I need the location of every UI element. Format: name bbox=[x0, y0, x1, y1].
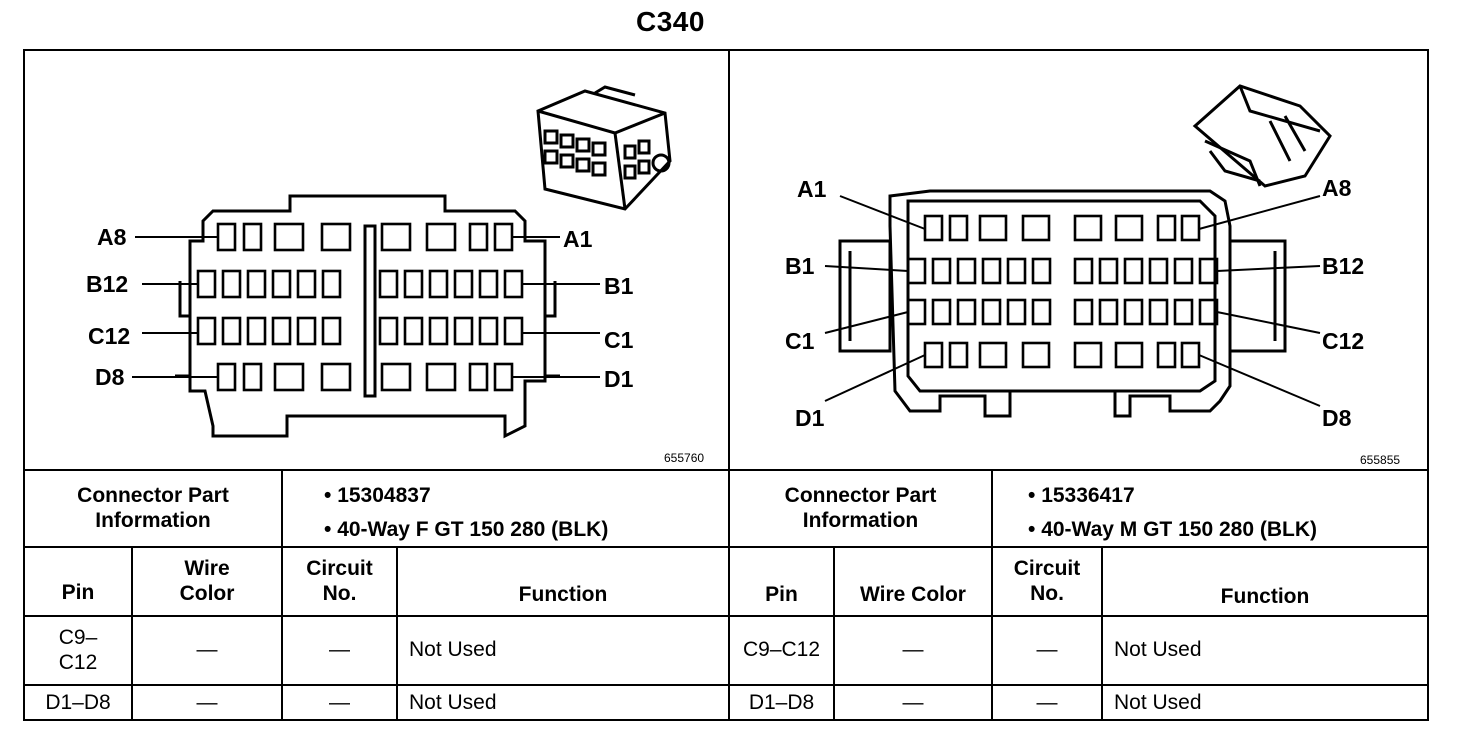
left-part-info-values: 15304837 40-Way F GT 150 280 (BLK) bbox=[324, 479, 608, 547]
right-header-wire-color: Wire Color bbox=[860, 582, 966, 606]
right-row1-function: Not Used bbox=[1114, 638, 1202, 662]
left-col-divider-3 bbox=[396, 546, 398, 721]
table-header-line bbox=[23, 546, 1429, 548]
right-row1-wire-color: — bbox=[902, 638, 924, 662]
pin-label-b12: B12 bbox=[1322, 253, 1364, 279]
table-row1-line bbox=[23, 615, 1429, 617]
pin-label-d1: D1 bbox=[604, 366, 634, 392]
right-row2-pin: D1–D8 bbox=[748, 691, 815, 715]
left-col-divider-2 bbox=[281, 546, 283, 721]
right-part-number: 15336417 bbox=[1028, 479, 1317, 513]
left-header-function: Function bbox=[518, 582, 608, 606]
left-part-number: 15304837 bbox=[324, 479, 608, 513]
right-col-divider-3 bbox=[1101, 546, 1103, 721]
right-figure-number: 655855 bbox=[1360, 453, 1401, 467]
pin-label-c12: C12 bbox=[1322, 328, 1364, 354]
left-header-circuit: Circuit No. bbox=[306, 557, 373, 605]
pin-label-c1: C1 bbox=[785, 328, 815, 354]
left-row2-circuit: — bbox=[329, 691, 350, 715]
right-partinfo-divider bbox=[991, 469, 993, 547]
center-divider bbox=[728, 49, 730, 721]
left-row2-function: Not Used bbox=[409, 691, 497, 715]
left-row1-wire-color: — bbox=[196, 638, 218, 662]
left-header-wire-color: Wire Color bbox=[179, 557, 235, 605]
table-row2-line bbox=[23, 684, 1429, 686]
right-row2-circuit: — bbox=[1036, 691, 1058, 715]
right-col-divider-1 bbox=[833, 546, 835, 721]
left-connector-diagram: A8 A1 B12 B1 C12 C1 D8 D1 bbox=[86, 85, 672, 439]
pin-label-d1: D1 bbox=[795, 405, 825, 431]
pin-label-d8: D8 bbox=[1322, 405, 1352, 431]
left-row1-circuit: — bbox=[329, 638, 350, 662]
left-row1-function: Not Used bbox=[409, 638, 497, 662]
left-row2-wire-color: — bbox=[196, 691, 218, 715]
pin-label-a1: A1 bbox=[563, 226, 593, 252]
right-header-function: Function bbox=[1220, 584, 1310, 608]
left-figure-number: 655760 bbox=[664, 451, 705, 465]
left-row1-pin: C9–C12 bbox=[58, 626, 98, 674]
right-part-info-values: 15336417 40-Way M GT 150 280 (BLK) bbox=[1028, 479, 1317, 547]
pin-label-b1: B1 bbox=[604, 273, 634, 299]
left-connector-3d-icon bbox=[536, 85, 672, 211]
connector-title: C340 bbox=[636, 6, 705, 37]
pin-label-a8: A8 bbox=[1322, 175, 1352, 201]
right-connector-3d-icon bbox=[1192, 84, 1332, 188]
pin-label-d8: D8 bbox=[95, 364, 125, 390]
left-part-info-label: Connector Part Information bbox=[77, 484, 229, 532]
right-part-info-label: Connector Part Information bbox=[784, 484, 937, 532]
connector-frame bbox=[23, 49, 1429, 721]
pin-label-b12: B12 bbox=[86, 271, 128, 297]
table-top-line bbox=[23, 469, 1429, 471]
right-col-divider-2 bbox=[991, 546, 993, 721]
right-header-pin: Pin bbox=[765, 582, 798, 606]
left-row2-pin: D1–D8 bbox=[45, 691, 111, 715]
pin-label-c12: C12 bbox=[88, 323, 130, 349]
left-header-pin: Pin bbox=[61, 580, 95, 604]
right-row2-wire-color: — bbox=[902, 691, 924, 715]
pin-label-b1: B1 bbox=[785, 253, 815, 279]
right-header-circuit: Circuit No. bbox=[1013, 557, 1081, 605]
pin-label-a1: A1 bbox=[797, 176, 827, 202]
pin-label-c1: C1 bbox=[604, 327, 634, 353]
right-row1-circuit: — bbox=[1036, 638, 1058, 662]
left-partinfo-divider bbox=[281, 469, 283, 547]
right-connector-diagram: A1 A8 B1 B12 C1 C12 D1 D8 bbox=[785, 84, 1364, 431]
right-row2-function: Not Used bbox=[1114, 691, 1202, 715]
right-row1-pin: C9–C12 bbox=[742, 638, 821, 662]
left-col-divider-1 bbox=[131, 546, 133, 721]
pin-label-a8: A8 bbox=[97, 224, 127, 250]
left-part-description: 40-Way F GT 150 280 (BLK) bbox=[324, 513, 608, 547]
right-part-description: 40-Way M GT 150 280 (BLK) bbox=[1028, 513, 1317, 547]
